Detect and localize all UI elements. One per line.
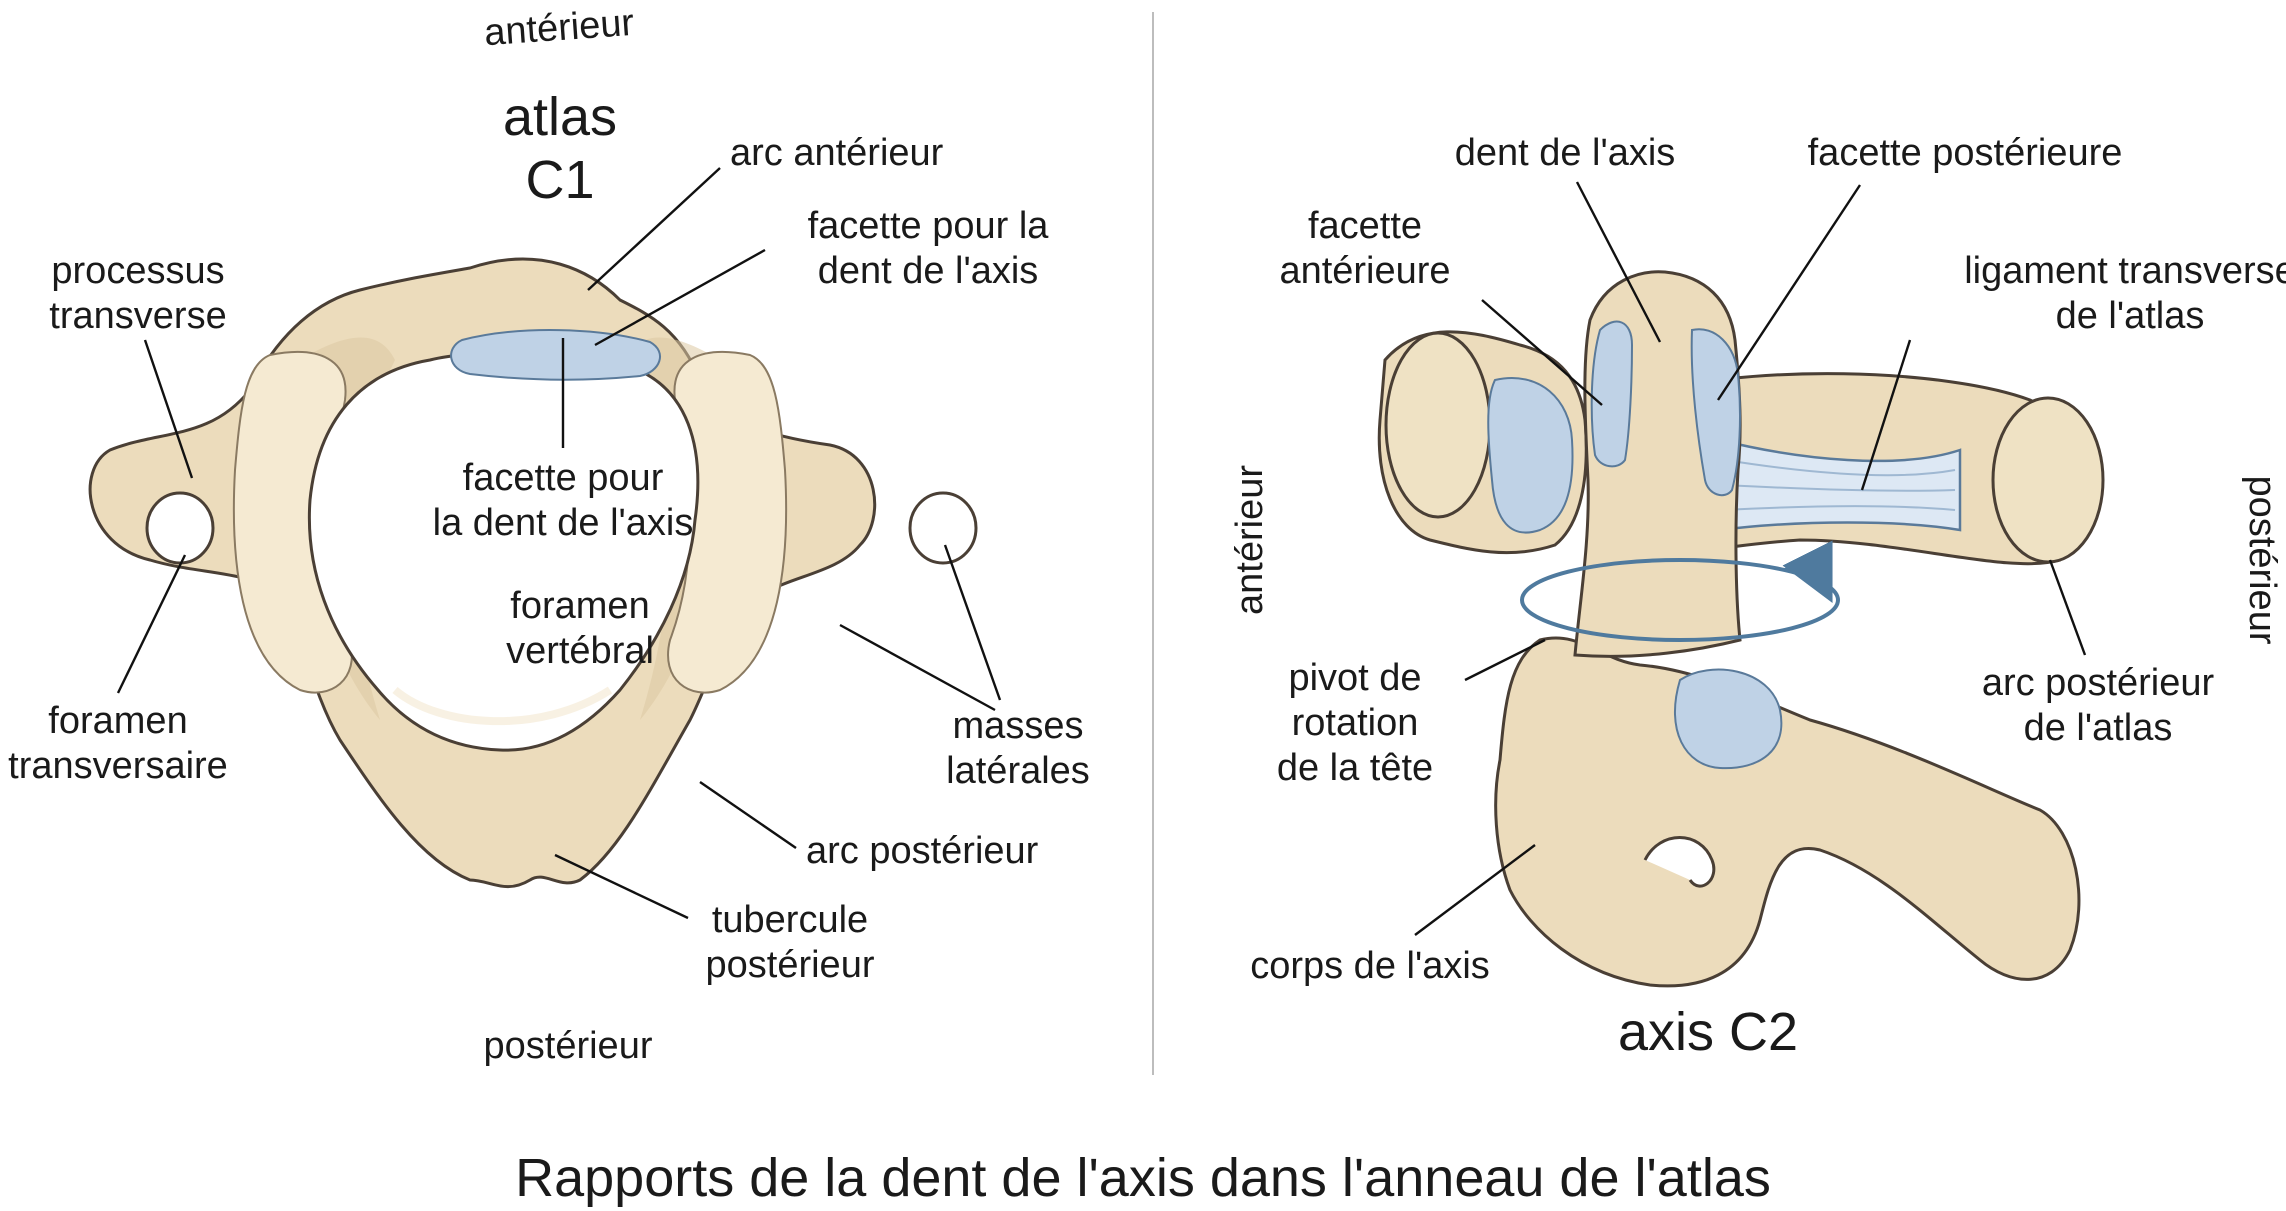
atlas-posterior-label: postérieur	[484, 1025, 653, 1067]
label-foramen-vertebral-1: foramen	[510, 585, 649, 627]
label-masses-1: masses	[953, 705, 1084, 747]
label-facette-anterieure-2: antérieure	[1279, 250, 1450, 292]
label-pivot-1: pivot de	[1288, 657, 1421, 699]
label-arc-posterieur: arc postérieur	[806, 830, 1039, 872]
label-processus-1: processus	[51, 250, 224, 292]
label-processus-2: transverse	[49, 295, 226, 337]
axis-title: axis C2	[1618, 1002, 1798, 1062]
label-facette-dent-top-2: dent de l'axis	[818, 250, 1039, 292]
label-foramen-transversaire-1: foramen	[48, 700, 187, 742]
label-ligament-2: de l'atlas	[2056, 295, 2205, 337]
label-masses-2: latérales	[946, 750, 1090, 792]
label-arc-anterieur: arc antérieur	[730, 132, 944, 174]
label-pivot-2: rotation	[1292, 702, 1419, 744]
atlas-title-line2: C1	[525, 150, 594, 210]
label-dent-axis: dent de l'axis	[1455, 132, 1676, 174]
label-foramen-vertebral-2: vertébral	[506, 630, 654, 672]
label-facette-posterieure: facette postérieure	[1808, 132, 2123, 174]
axis-anterior-side-label: antérieur	[1229, 465, 1271, 615]
label-tubercule-2: postérieur	[706, 944, 875, 986]
atlas-title-line1: atlas	[503, 87, 617, 147]
label-facette-anterieure-1: facette	[1308, 205, 1422, 247]
label-corps-axis: corps de l'axis	[1250, 945, 1490, 987]
atlas-anterior-label: antérieur	[483, 2, 636, 54]
label-arc-posterieur-atlas-2: de l'atlas	[2024, 707, 2173, 749]
label-facette-dent-mid-1: facette pour	[463, 457, 664, 499]
label-arc-posterieur-atlas-1: arc postérieur	[1982, 662, 2215, 704]
axis-posterior-side-label: postérieur	[2241, 476, 2283, 645]
label-facette-dent-mid-2: la dent de l'axis	[433, 502, 694, 544]
label-tubercule-1: tubercule	[712, 899, 868, 941]
label-pivot-3: de la tête	[1277, 747, 1433, 789]
label-facette-dent-top-1: facette pour la	[808, 205, 1050, 247]
figure-caption: Rapports de la dent de l'axis dans l'ann…	[515, 1148, 1771, 1208]
atlas-illustration	[88, 257, 978, 889]
label-ligament-1: ligament transverse	[1964, 250, 2286, 292]
label-foramen-transversaire-2: transversaire	[8, 745, 228, 787]
axis-illustration	[1377, 270, 2105, 988]
